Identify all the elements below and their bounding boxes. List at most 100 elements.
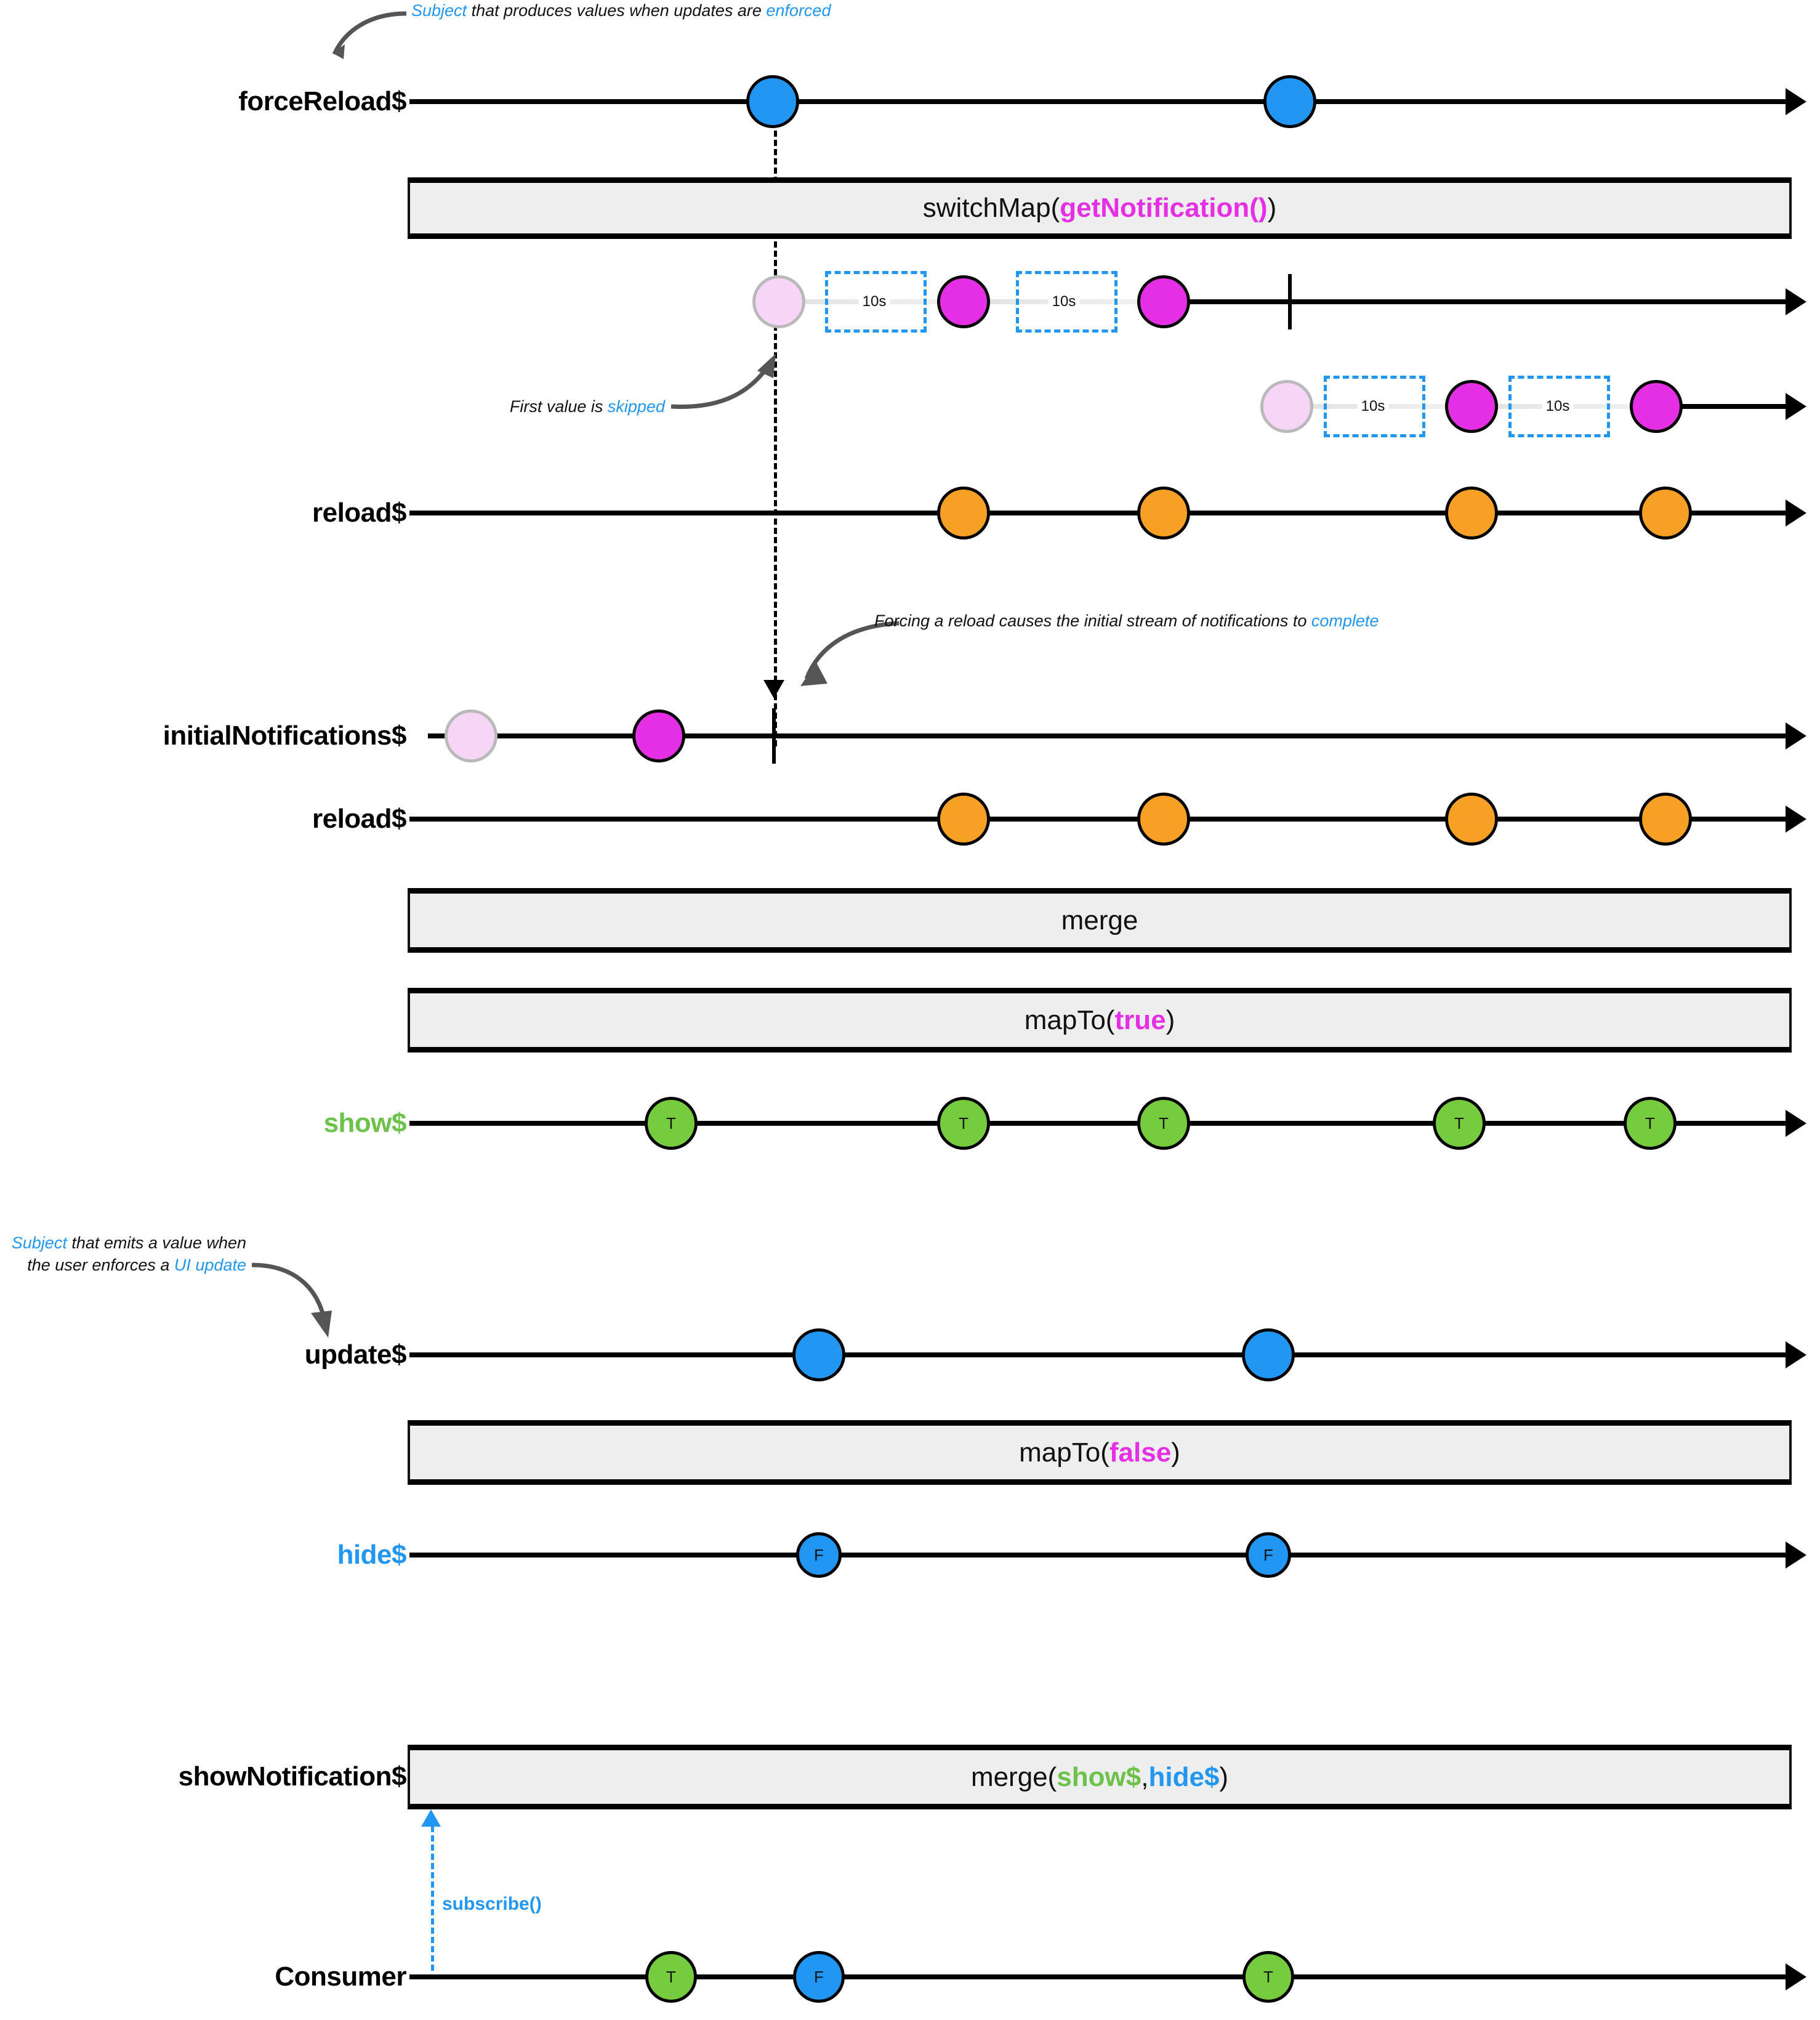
marble-inner1-3[interactable] xyxy=(1137,275,1190,328)
operator-mapTo-true-text: mapTo( xyxy=(1024,1004,1115,1035)
operator-switchMap: switchMap( getNotification() ) xyxy=(408,177,1792,239)
axis-arrow-hide xyxy=(1786,1541,1806,1569)
marble-show-5[interactable]: T xyxy=(1624,1097,1677,1150)
note-update-line2-suffix: UI update xyxy=(174,1256,246,1275)
marble-consumer-2[interactable]: F xyxy=(793,1951,845,2003)
axis-forceReload xyxy=(409,99,1792,104)
delay-box-inner2-b xyxy=(1508,376,1610,437)
subscribe-arrow xyxy=(421,1809,441,1827)
axis-arrow-inner1 xyxy=(1786,288,1806,315)
guide-force-reload-arrow xyxy=(763,680,784,698)
stream-label-reload-2: reload$ xyxy=(312,804,407,834)
axis-arrow-reload-1 xyxy=(1786,499,1806,527)
guide-force-reload-line xyxy=(774,131,777,746)
marble-inner2-2[interactable] xyxy=(1445,380,1498,433)
operator-merge-show-hide: merge( show$ , hide$ ) xyxy=(408,1745,1792,1809)
marble-update-2[interactable] xyxy=(1242,1328,1295,1381)
marble-forceReload-2[interactable] xyxy=(1263,75,1316,128)
note-skipped-body: First value is xyxy=(509,397,608,416)
axis-show xyxy=(409,1121,1792,1126)
marble-reload1-1[interactable] xyxy=(937,487,990,539)
marble-update-1[interactable] xyxy=(792,1328,845,1381)
marble-inner1-1[interactable] xyxy=(752,275,805,328)
note-update-line1: that emits a value when xyxy=(66,1234,246,1252)
note-force-reload-body: that produces values when updates are xyxy=(467,1,767,20)
operator-merge-sh-comma: , xyxy=(1141,1761,1149,1792)
note-first-value-skipped: First value is skipped xyxy=(345,397,665,416)
operator-switchMap-arg: getNotification() xyxy=(1060,193,1268,223)
marble-inner2-3[interactable] xyxy=(1630,380,1683,433)
axis-inner1 xyxy=(779,299,1792,304)
marble-show-3[interactable]: T xyxy=(1137,1097,1190,1150)
axis-update xyxy=(409,1352,1792,1357)
operator-mapTo-false: mapTo( false ) xyxy=(408,1420,1792,1485)
note-skipped-suffix: skipped xyxy=(607,397,665,416)
marble-inner1-2[interactable] xyxy=(937,275,990,328)
stream-label-update: update$ xyxy=(304,1339,407,1370)
note-forcing-reload: Forcing a reload causes the initial stre… xyxy=(874,612,1379,631)
marble-consumer-1[interactable]: T xyxy=(645,1951,697,2003)
delay-box-inner2-a xyxy=(1324,376,1425,437)
stream-label-initialNotifications: initialNotifications$ xyxy=(163,721,407,751)
marble-initialNotifications-1[interactable] xyxy=(445,709,497,762)
axis-reload-2 xyxy=(409,817,1792,822)
stream-label-showNotification: showNotification$ xyxy=(178,1761,407,1792)
marble-reload2-3[interactable] xyxy=(1445,793,1498,846)
delay-label-inner1-b: 10s xyxy=(1048,293,1080,310)
axis-arrow-initialNotifications xyxy=(1786,722,1806,749)
marble-hide-2[interactable]: F xyxy=(1246,1532,1291,1578)
complete-bar-inner1 xyxy=(1288,274,1292,329)
operator-switchMap-close: ) xyxy=(1267,193,1277,223)
marble-show-2[interactable]: T xyxy=(937,1097,990,1150)
axis-arrow-show xyxy=(1786,1110,1806,1137)
arrow-update-subject xyxy=(251,1262,332,1338)
operator-merge-text: merge xyxy=(1061,905,1138,935)
stream-label-forceReload: forceReload$ xyxy=(238,86,406,116)
marble-inner2-1[interactable] xyxy=(1260,380,1313,433)
operator-mapTo-true-arg: true xyxy=(1114,1004,1166,1035)
subscribe-label: subscribe() xyxy=(442,1894,542,1914)
marble-forceReload-1[interactable] xyxy=(746,75,799,128)
stream-label-show: show$ xyxy=(323,1108,407,1138)
operator-merge-sh-text: merge( xyxy=(970,1761,1057,1792)
complete-bar-initialNotifications xyxy=(772,708,776,764)
marble-reload1-4[interactable] xyxy=(1639,487,1692,539)
note-update-line2: the user enforces a xyxy=(27,1256,174,1275)
operator-mapTo-false-arg: false xyxy=(1109,1437,1172,1468)
operator-merge-sh-show: show$ xyxy=(1057,1761,1142,1792)
subscribe-line xyxy=(431,1826,434,1971)
axis-arrow-inner2 xyxy=(1786,393,1806,420)
note-update-prefix: Subject xyxy=(11,1234,67,1252)
axis-arrow-update xyxy=(1786,1341,1806,1368)
operator-mapTo-false-close: ) xyxy=(1171,1437,1180,1468)
marble-reload1-3[interactable] xyxy=(1445,487,1498,539)
marble-reload1-2[interactable] xyxy=(1137,487,1190,539)
marble-reload2-4[interactable] xyxy=(1639,793,1692,846)
operator-mapTo-true: mapTo( true ) xyxy=(408,988,1792,1052)
note-force-reload-suffix: enforced xyxy=(766,1,831,20)
note-forcing-body: Forcing a reload causes the initial stre… xyxy=(874,612,1311,630)
marble-reload2-1[interactable] xyxy=(937,793,990,846)
marble-show-4[interactable]: T xyxy=(1433,1097,1486,1150)
axis-hide xyxy=(409,1553,1792,1557)
operator-mapTo-true-close: ) xyxy=(1166,1004,1175,1035)
stream-label-reload-1: reload$ xyxy=(312,498,407,528)
axis-arrow-forceReload xyxy=(1786,88,1806,115)
note-forcing-suffix: complete xyxy=(1311,612,1379,630)
delay-label-inner2-b: 10s xyxy=(1542,398,1574,415)
operator-merge: merge xyxy=(408,888,1792,953)
delay-box-inner1-b xyxy=(1016,271,1117,333)
marble-initialNotifications-2[interactable] xyxy=(632,709,685,762)
delay-label-inner2-a: 10s xyxy=(1357,398,1389,415)
marble-reload2-2[interactable] xyxy=(1137,793,1190,846)
note-force-reload-prefix: Subject xyxy=(411,1,467,20)
note-force-reload: Subject that produces values when update… xyxy=(411,1,831,20)
operator-merge-sh-hide: hide$ xyxy=(1148,1761,1220,1792)
marble-consumer-3[interactable]: T xyxy=(1242,1951,1294,2003)
delay-box-inner1-a xyxy=(825,271,927,333)
axis-consumer xyxy=(409,1974,1792,1979)
stream-label-hide: hide$ xyxy=(337,1540,407,1570)
marble-show-1[interactable]: T xyxy=(645,1097,698,1150)
marble-hide-1[interactable]: F xyxy=(796,1532,842,1578)
